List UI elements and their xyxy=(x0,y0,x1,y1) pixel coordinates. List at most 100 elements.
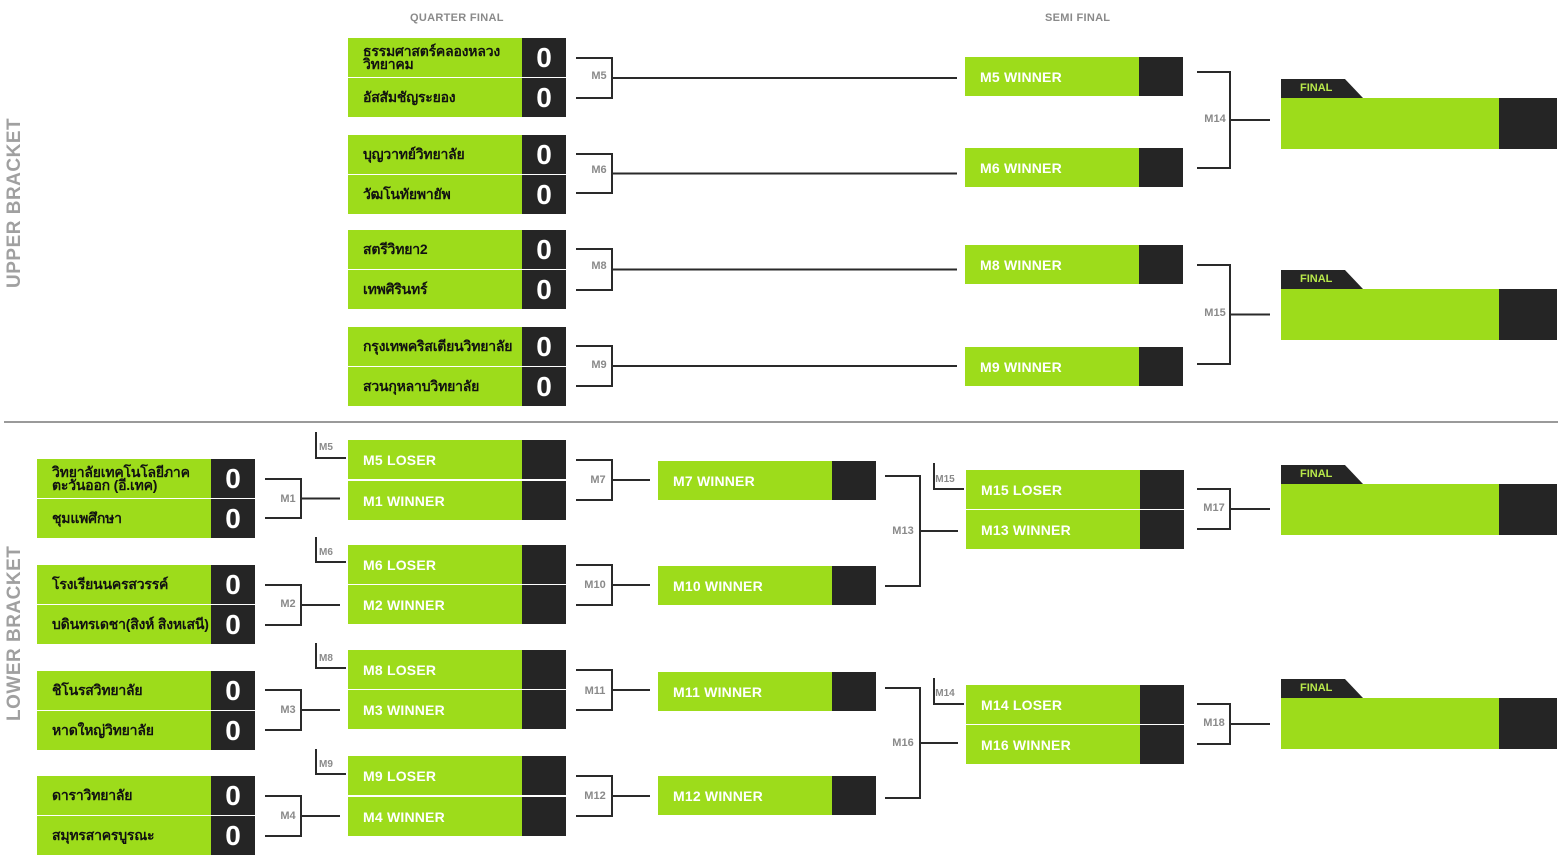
team-name: ชุมแพศึกษา xyxy=(52,510,122,526)
final-tag: FINAL xyxy=(1281,79,1363,98)
final-score xyxy=(1499,484,1557,535)
semi-slot[interactable]: M5 WINNER xyxy=(965,57,1183,96)
slot-label: M15 LOSER xyxy=(981,481,1063,498)
team-row[interactable]: เทพศิรินทร์0 xyxy=(348,270,566,309)
lower-slot[interactable]: M14 LOSER xyxy=(966,685,1184,724)
slot-score xyxy=(522,440,566,479)
match-label: M11 xyxy=(584,685,606,697)
lower-slot[interactable]: M16 WINNER xyxy=(966,725,1184,764)
lower-slot[interactable]: M7 WINNER xyxy=(658,461,876,500)
lower-slot[interactable]: M11 WINNER xyxy=(658,672,876,711)
match-label: M18 xyxy=(1203,717,1225,729)
match-label: M2 xyxy=(280,598,296,610)
slot-label: M1 WINNER xyxy=(363,492,445,509)
bracket-divider xyxy=(4,421,1558,423)
slot-score xyxy=(1139,347,1183,386)
team-row[interactable]: ชิโนรสวิทยาลัย 0 xyxy=(37,671,255,710)
connector-line xyxy=(933,463,964,490)
connector-line xyxy=(315,432,346,459)
lower-slot[interactable]: M15 LOSER xyxy=(966,470,1184,509)
match-box-lower-2[interactable]: โรงเรียนนครสวรรค์0 บดินทรเดชา(สิงห์ สิงห… xyxy=(37,565,255,645)
match-box-lower-1[interactable]: วิทยาลัยเทคโนโลยีภาคตะวันออก (อี.เทค)0 ช… xyxy=(37,459,255,539)
match-label: M3 xyxy=(280,704,296,716)
team-name: บดินทรเดชา(สิงห์ สิงหเสนี) xyxy=(52,616,209,632)
team-name: สตรีวิทยา2 xyxy=(363,241,428,257)
match-label: M4 xyxy=(280,810,296,822)
slot-score xyxy=(1140,685,1184,724)
team-name: โรงเรียนนครสวรรค์ xyxy=(52,576,169,592)
team-row[interactable]: วิทยาลัยเทคโนโลยีภาคตะวันออก (อี.เทค)0 xyxy=(37,459,255,498)
lower-slot[interactable]: M10 WINNER xyxy=(658,566,876,605)
quarter-final-heading: QUARTER FINAL xyxy=(410,12,504,24)
connector-line xyxy=(315,537,346,563)
lower-slot[interactable]: M1 WINNER xyxy=(348,481,566,520)
lower-slot[interactable]: M12 WINNER xyxy=(658,776,876,815)
semi-slot[interactable]: M6 WINNER xyxy=(965,148,1183,187)
team-row[interactable]: โรงเรียนนครสวรรค์0 xyxy=(37,565,255,604)
slot-label: M9 WINNER xyxy=(980,358,1062,375)
team-score: 0 xyxy=(211,671,255,710)
source-tag: M14 xyxy=(935,688,955,699)
team-name: หาดใหญ่วิทยาลัย xyxy=(52,722,154,738)
team-score: 0 xyxy=(211,776,255,815)
team-row[interactable]: บดินทรเดชา(สิงห์ สิงหเสนี)0 xyxy=(37,605,255,644)
slot-label: M4 WINNER xyxy=(363,808,445,825)
final-slot[interactable] xyxy=(1281,98,1557,149)
lower-slot[interactable]: M9 LOSER xyxy=(348,756,566,795)
slot-score xyxy=(522,756,566,795)
lower-slot[interactable]: M3 WINNER xyxy=(348,690,566,729)
final-slot[interactable] xyxy=(1281,289,1557,340)
match-label: M7 xyxy=(590,474,606,486)
team-score: 0 xyxy=(522,38,566,77)
team-score: 0 xyxy=(522,175,566,214)
slot-score xyxy=(1139,57,1183,96)
lower-slot[interactable]: M2 WINNER xyxy=(348,585,566,624)
lower-slot[interactable]: M8 LOSER xyxy=(348,650,566,689)
semi-slot[interactable]: M9 WINNER xyxy=(965,347,1183,386)
final-slot[interactable] xyxy=(1281,698,1557,749)
slot-score xyxy=(1140,725,1184,764)
connector-line xyxy=(315,749,346,775)
match-label: M13 xyxy=(892,525,914,537)
lower-slot[interactable]: M6 LOSER xyxy=(348,545,566,584)
source-tag: M8 xyxy=(319,653,333,664)
match-label: M6 xyxy=(591,164,607,176)
source-tag: M9 xyxy=(319,759,333,770)
slot-label: M7 WINNER xyxy=(673,472,755,489)
lower-slot[interactable]: M4 WINNER xyxy=(348,797,566,836)
lower-slot[interactable]: M5 LOSER xyxy=(348,440,566,479)
team-score: 0 xyxy=(211,459,255,498)
source-tag: M6 xyxy=(319,547,333,558)
connector-line xyxy=(933,678,964,705)
team-score: 0 xyxy=(211,499,255,538)
final-slot[interactable] xyxy=(1281,484,1557,535)
slot-score xyxy=(522,690,566,729)
team-name: ชิโนรสวิทยาลัย xyxy=(52,682,143,698)
team-name: อัสสัมชัญระยอง xyxy=(363,89,456,105)
semi-slot[interactable]: M8 WINNER xyxy=(965,245,1183,284)
team-row[interactable]: ชุมแพศึกษา 0 xyxy=(37,499,255,538)
slot-score xyxy=(832,566,876,605)
upper-bracket-label: UPPER BRACKET xyxy=(4,117,25,288)
team-score: 0 xyxy=(522,270,566,309)
slot-label: M8 WINNER xyxy=(980,256,1062,273)
slot-label: M14 LOSER xyxy=(981,696,1063,713)
lower-slot[interactable]: M13 WINNER xyxy=(966,510,1184,549)
